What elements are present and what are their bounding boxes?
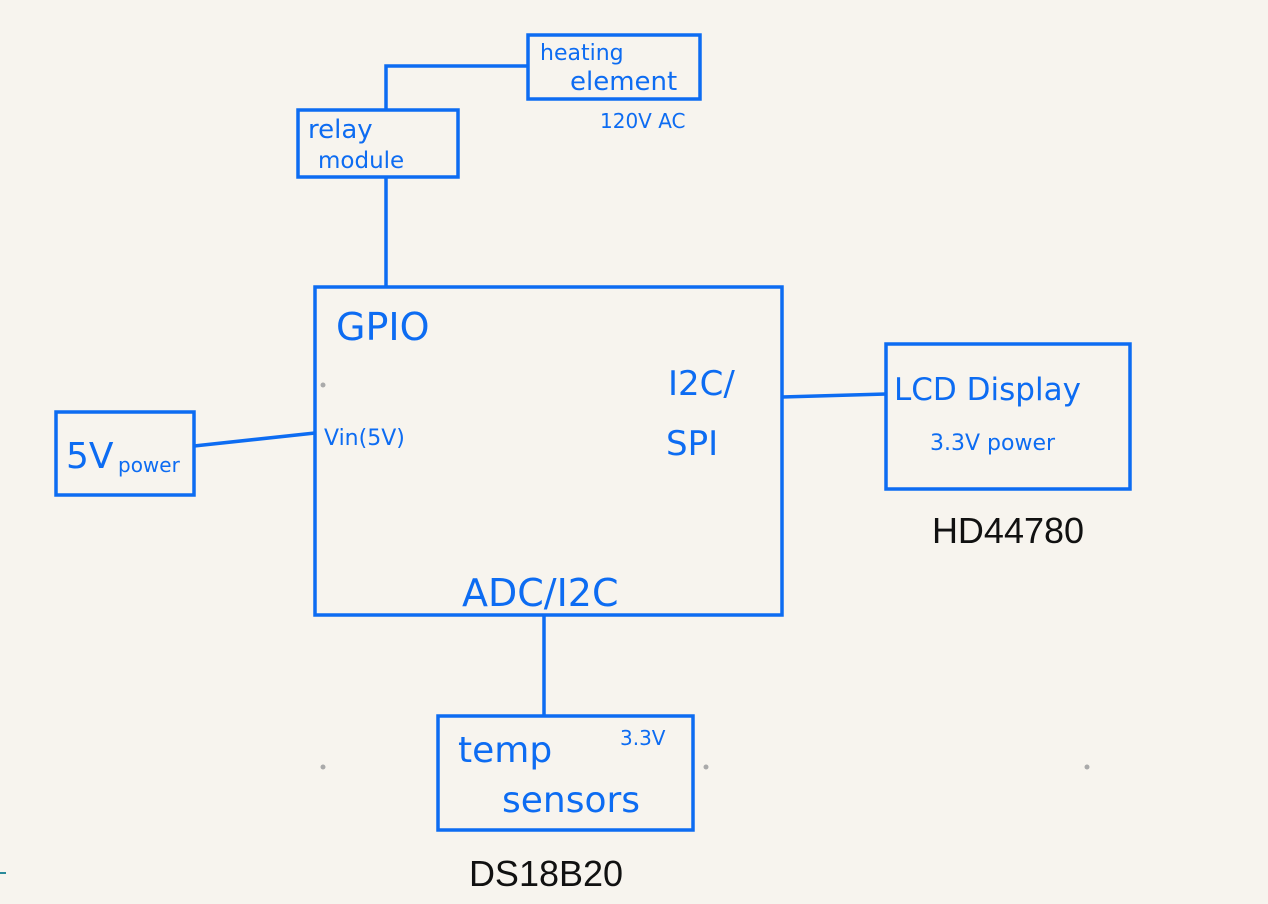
svg-text:HD44780: HD44780	[932, 510, 1084, 551]
wire-relay-heating	[384, 64, 528, 110]
svg-text:GPIO: GPIO	[336, 305, 429, 349]
wire-controller-lcd	[781, 392, 887, 399]
heating-element-node: heating element 120V AC	[526, 33, 702, 133]
svg-text:5V: 5V	[66, 436, 114, 477]
power-node: 5V power	[54, 410, 196, 497]
svg-text:relay: relay	[308, 115, 373, 145]
svg-text:module: module	[318, 148, 404, 174]
svg-text:element: element	[570, 67, 677, 97]
svg-text:3.3V power: 3.3V power	[930, 431, 1056, 456]
grid-dots	[320, 382, 1090, 770]
relay-module-node: relay module	[296, 108, 460, 179]
svg-text:LCD Display: LCD Display	[894, 372, 1081, 408]
svg-text:120V AC: 120V AC	[600, 109, 686, 133]
svg-text:SPI: SPI	[666, 424, 718, 464]
temp-sensors-node: temp sensors 3.3V DS18B20	[436, 714, 695, 894]
wire-power-controller	[193, 431, 316, 448]
controller-node: GPIO Vin(5V) I2C/ SPI ADC/I2C	[313, 285, 784, 617]
svg-text:I2C/: I2C/	[668, 364, 735, 404]
svg-text:Vin(5V): Vin(5V)	[324, 426, 405, 451]
svg-text:heating: heating	[540, 41, 624, 66]
svg-text:temp: temp	[458, 730, 552, 771]
svg-text:ADC/I2C: ADC/I2C	[462, 571, 619, 615]
svg-text:sensors: sensors	[502, 780, 640, 821]
svg-text:power: power	[118, 453, 181, 477]
lcd-display-node: LCD Display 3.3V power HD44780	[884, 342, 1132, 551]
svg-text:DS18B20: DS18B20	[469, 853, 623, 894]
svg-text:3.3V: 3.3V	[620, 726, 666, 750]
